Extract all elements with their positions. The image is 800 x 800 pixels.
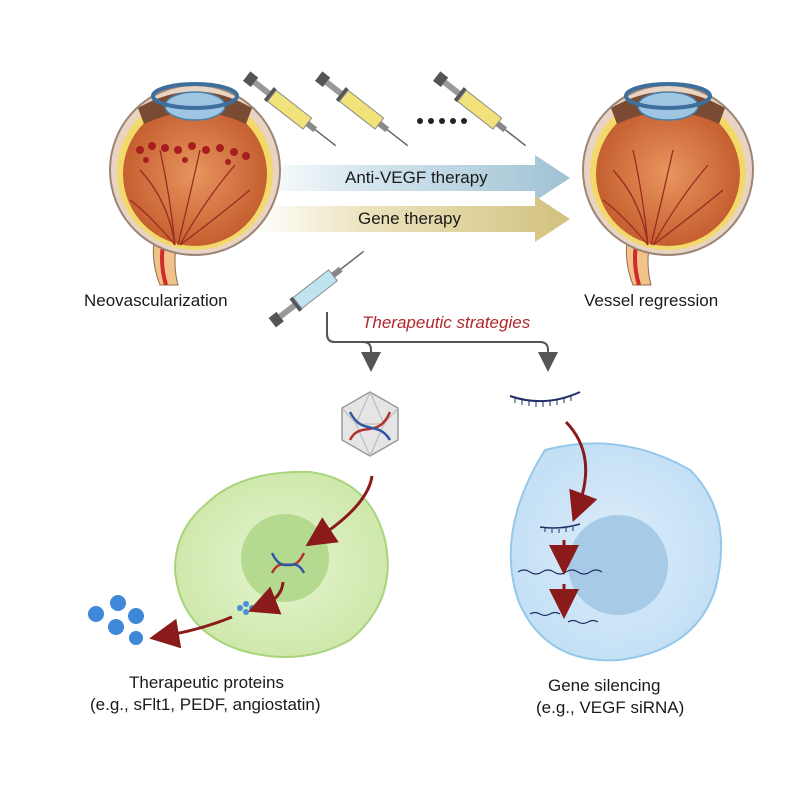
sirna-strand-icon: [509, 391, 581, 407]
regressed-eye: [582, 82, 754, 286]
gene-therapy-arrow: [250, 196, 570, 242]
syringe-3: [432, 71, 527, 147]
therapeutic-proteins-examples: (e.g., sFlt1, PEDF, angiostatin): [90, 695, 321, 714]
syringe-2: [314, 71, 409, 147]
viral-vector-icon: [341, 391, 399, 457]
vessel-regression-label: Vessel regression: [584, 291, 719, 310]
gene-therapy-label: Gene therapy: [358, 209, 462, 228]
strategy-branch-arrows: [326, 312, 558, 372]
neovascular-eye: [109, 82, 281, 286]
delivery-arrows: [149, 420, 598, 649]
ellipsis-dots: [417, 118, 467, 124]
gene-silencing-examples: (e.g., VEGF siRNA): [536, 698, 685, 717]
green-cell: [173, 470, 389, 659]
neovascularization-label: Neovascularization: [84, 291, 228, 310]
blue-cell: [509, 442, 723, 662]
gene-silencing-label: Gene silencing: [548, 676, 661, 695]
therapeutic-proteins-label: Therapeutic proteins: [129, 673, 284, 692]
anti-vegf-label: Anti-VEGF therapy: [345, 168, 488, 187]
sirna-in-cell: [539, 523, 581, 533]
syringe-gene: [268, 250, 365, 328]
syringe-1: [242, 71, 337, 147]
therapeutic-protein-spheres: [88, 595, 144, 645]
anti-vegf-arrow: [250, 155, 570, 201]
therapeutic-strategies-label: Therapeutic strategies: [362, 313, 531, 332]
